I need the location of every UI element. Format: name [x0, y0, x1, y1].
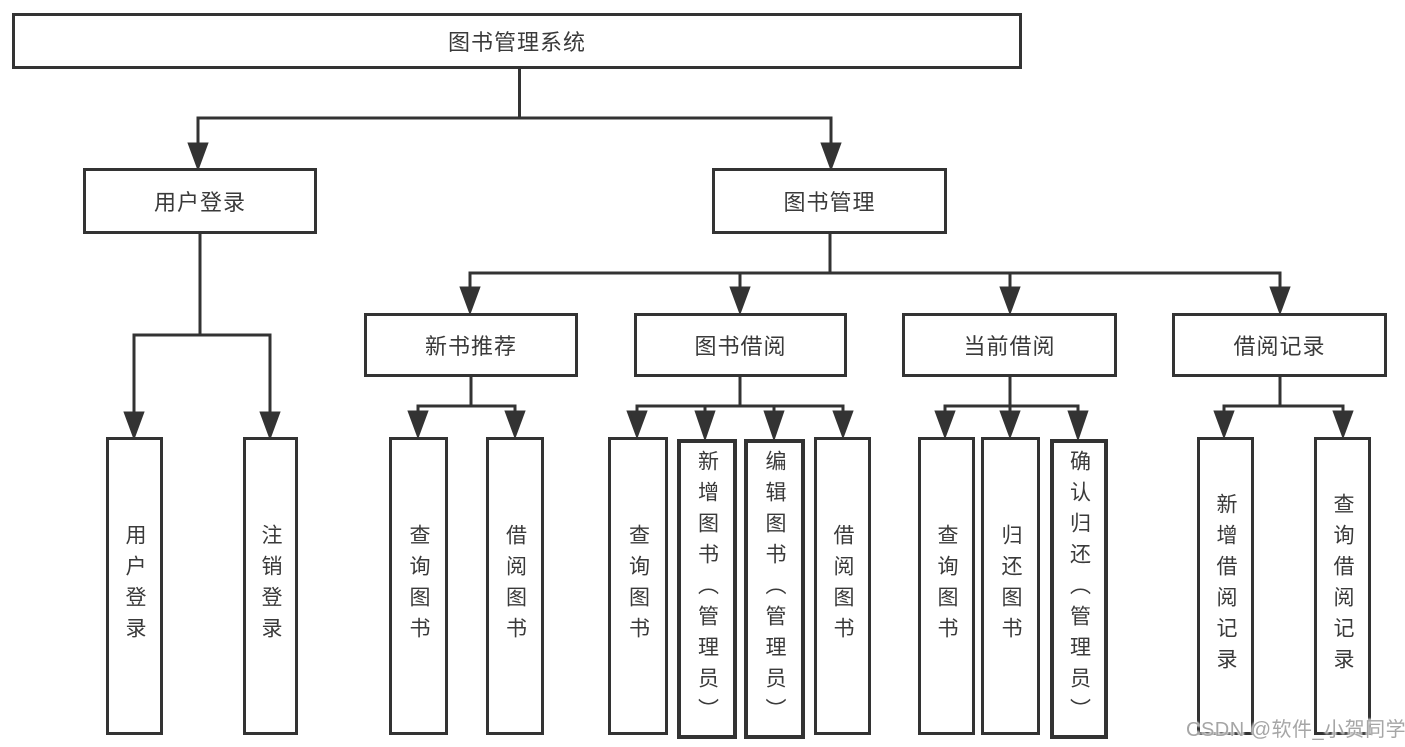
arrowhead: [832, 410, 854, 440]
leaf-edit-book-admin-label: 编辑图书（管理员）: [763, 449, 786, 729]
node-root-label: 图书管理系统: [447, 30, 586, 55]
arrowhead: [1269, 286, 1291, 316]
edges-book-management: [459, 233, 1291, 316]
edges: [123, 68, 1354, 442]
leaf-query-book-2-label: 查询图书: [626, 524, 650, 648]
leaf-add-book-admin: 新增图书（管理员）: [677, 439, 737, 739]
node-root: 图书管理系统: [12, 13, 1022, 69]
leaf-query-borrow-record: 查询借阅记录: [1314, 437, 1371, 735]
arrowhead: [407, 410, 429, 440]
edges-new-book-recommend: [407, 377, 526, 440]
leaf-query-book-1: 查询图书: [389, 437, 448, 735]
node-book-borrow: 图书借阅: [634, 313, 847, 377]
leaf-add-borrow-record-label: 新增借阅记录: [1214, 493, 1237, 679]
edges-borrow-records: [1213, 377, 1354, 440]
node-user-login-branch: 用户登录: [83, 168, 317, 234]
arrowhead: [999, 410, 1021, 440]
leaf-logout: 注销登录: [243, 437, 298, 735]
node-book-management-branch: 图书管理: [712, 168, 947, 234]
node-new-book-recommend-label: 新书推荐: [424, 334, 517, 359]
edges-current-borrow: [934, 377, 1089, 442]
arrowhead: [187, 142, 209, 172]
leaf-borrow-book-2-label: 借阅图书: [831, 524, 854, 648]
node-current-borrow: 当前借阅: [902, 313, 1117, 377]
node-borrow-records: 借阅记录: [1172, 313, 1387, 377]
arrowhead: [694, 410, 716, 442]
arrowhead: [1067, 410, 1089, 442]
edges-book-borrow: [626, 377, 854, 442]
leaf-add-borrow-record: 新增借阅记录: [1197, 437, 1254, 735]
leaf-borrow-book-2: 借阅图书: [814, 437, 871, 735]
leaf-borrow-book-1: 借阅图书: [486, 437, 544, 735]
leaf-confirm-return-admin-label: 确认归还（管理员）: [1067, 449, 1091, 729]
arrowhead: [259, 411, 281, 441]
node-user-login-branch-label: 用户登录: [153, 190, 246, 215]
leaf-query-book-3: 查询图书: [918, 437, 975, 735]
leaf-borrow-book-1-label: 借阅图书: [503, 524, 527, 648]
node-book-borrow-label: 图书借阅: [694, 334, 787, 359]
leaf-confirm-return-admin: 确认归还（管理员）: [1050, 439, 1108, 739]
arrowhead: [626, 410, 648, 440]
node-new-book-recommend: 新书推荐: [364, 313, 578, 377]
arrowhead: [1213, 410, 1235, 440]
arrowhead: [459, 286, 481, 316]
leaf-edit-book-admin: 编辑图书（管理员）: [744, 439, 805, 739]
leaf-user-login-label: 用户登录: [123, 524, 146, 648]
leaf-return-book: 归还图书: [981, 437, 1040, 735]
leaf-add-book-admin-label: 新增图书（管理员）: [695, 449, 719, 729]
leaf-query-book-3-label: 查询图书: [935, 524, 958, 648]
leaf-query-borrow-record-label: 查询借阅记录: [1331, 493, 1354, 679]
arrowhead: [934, 410, 956, 440]
watermark: CSDN @软件_小贺同学: [1186, 719, 1405, 741]
arrowhead: [1332, 410, 1354, 440]
arrowhead: [763, 410, 785, 442]
arrowhead: [123, 411, 145, 441]
leaf-logout-label: 注销登录: [259, 524, 282, 648]
arrowhead: [729, 286, 751, 316]
node-current-borrow-label: 当前借阅: [963, 334, 1056, 359]
edges-root: [187, 68, 842, 172]
leaf-return-book-label: 归还图书: [999, 524, 1022, 648]
arrowhead: [820, 142, 842, 172]
leaf-query-book-2: 查询图书: [608, 437, 668, 735]
node-borrow-records-label: 借阅记录: [1233, 334, 1326, 359]
node-book-management-branch-label: 图书管理: [783, 190, 876, 215]
arrowhead: [999, 286, 1021, 316]
leaf-user-login: 用户登录: [106, 437, 163, 735]
arrowhead: [504, 410, 526, 440]
leaf-query-book-1-label: 查询图书: [407, 524, 430, 648]
edges-user-login: [123, 233, 281, 441]
